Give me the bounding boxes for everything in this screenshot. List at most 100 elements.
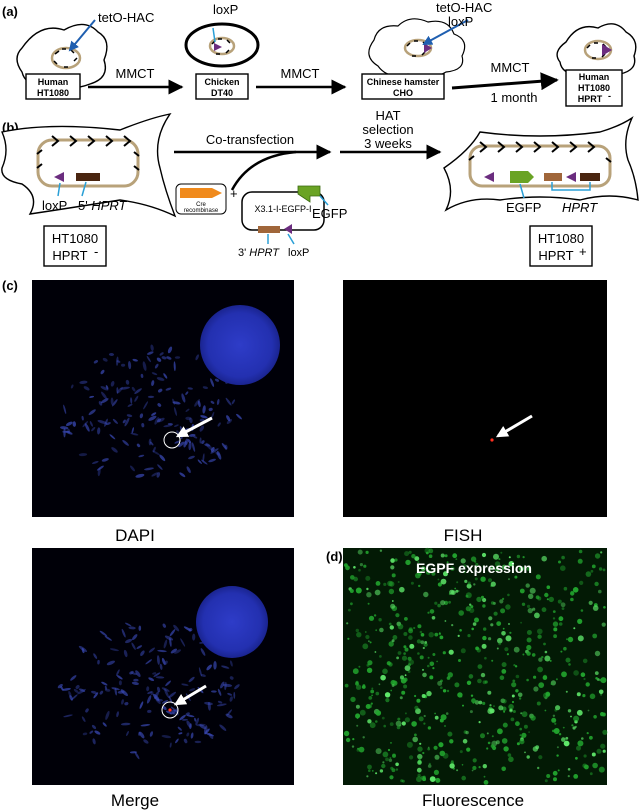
egfp-cell <box>525 583 530 588</box>
egfp-cell <box>561 607 565 610</box>
egfp-cell <box>567 636 574 643</box>
egfp-cell <box>414 705 419 710</box>
egfp-cell <box>371 687 374 690</box>
egfp-cell <box>381 716 385 720</box>
egfp-cell <box>593 715 597 719</box>
chromosome <box>140 724 151 727</box>
chromosome <box>89 395 95 398</box>
chromosome <box>148 415 157 421</box>
chromosome <box>174 424 179 427</box>
egfp-cell <box>417 624 422 629</box>
egfp-cell <box>431 778 434 781</box>
egfp-cell <box>352 668 359 675</box>
egfp-cell <box>355 680 359 684</box>
label-hat-2: selection <box>362 122 413 137</box>
egfp-cell <box>423 722 426 725</box>
chromosome <box>189 688 196 692</box>
fish-signal <box>490 438 494 442</box>
egfp-cell <box>495 567 500 573</box>
egfp-cell <box>538 755 543 760</box>
egfp-cell <box>349 589 354 593</box>
chromosome <box>105 710 110 720</box>
egfp-cell <box>429 661 435 667</box>
chromosome <box>139 701 144 709</box>
egfp-cell <box>600 551 603 554</box>
chromosome <box>225 397 232 406</box>
egfp-cell <box>409 643 415 649</box>
nucleus-dapi <box>200 305 280 385</box>
chromosome <box>201 440 205 444</box>
egfp-cell <box>422 672 427 678</box>
highlight-circle-merge <box>161 701 179 719</box>
cell-human-2 <box>556 23 637 78</box>
egfp-cell <box>440 578 447 585</box>
egfp-cell <box>427 746 430 749</box>
chromosome <box>213 661 217 670</box>
egfp-cell <box>389 722 394 726</box>
caption-fish: FISH <box>444 526 483 545</box>
egfp-cell <box>527 604 531 609</box>
egfp-cell <box>546 598 549 601</box>
egfp-cell <box>548 596 554 603</box>
chromosome <box>169 742 172 748</box>
egfp-cell <box>400 779 404 783</box>
egfp-cell <box>512 710 516 713</box>
chromosome <box>210 400 215 404</box>
chromosome <box>139 413 144 419</box>
chromosome <box>202 453 205 463</box>
egfp-cell <box>499 675 505 680</box>
egfp-cell <box>361 685 366 689</box>
egfp-cell <box>503 746 509 752</box>
egfp-cell <box>426 690 432 697</box>
chromosome <box>159 663 163 670</box>
arrow-tetohac-2 <box>422 19 469 45</box>
egfp-cell <box>461 775 467 781</box>
egfp-cell <box>578 549 583 554</box>
chromosome <box>126 731 129 736</box>
chromosome <box>83 386 90 391</box>
boxb-left-line2: HPRT <box>52 248 87 263</box>
label-cre: Cre <box>196 202 206 208</box>
egfp-cell <box>494 561 501 567</box>
chromosome <box>188 627 193 632</box>
egfp-cell <box>433 745 438 750</box>
egfp-cell <box>437 603 441 608</box>
egfp-cell <box>526 755 530 759</box>
chromosome <box>233 691 236 699</box>
egfp-cell <box>501 631 506 636</box>
egfp-cell <box>438 742 444 748</box>
chromosome <box>234 684 240 690</box>
chromosome <box>156 357 162 362</box>
chromosome <box>69 695 73 701</box>
box1-line1: Human <box>38 77 69 87</box>
chromosome <box>197 459 202 464</box>
chromosome <box>202 405 206 414</box>
chromosome <box>105 385 109 390</box>
chromosome <box>211 690 217 693</box>
egfp-cell <box>482 635 487 641</box>
egfp-cell <box>362 643 369 650</box>
chromosome <box>162 705 167 711</box>
egfp-cell <box>367 660 373 666</box>
egfp-cell <box>602 729 608 735</box>
egfp-cell <box>501 564 507 570</box>
egfp-cell <box>384 692 391 698</box>
chromosome <box>116 387 119 394</box>
chromosome <box>194 399 201 407</box>
egfp-cell <box>399 586 405 593</box>
image-dapi <box>32 280 294 517</box>
chromosome <box>189 433 196 437</box>
egfp-cell <box>498 642 502 646</box>
egfp-cell <box>483 775 486 778</box>
chromosome <box>170 648 178 654</box>
egfp-cell <box>518 566 525 572</box>
egfp-cell <box>491 659 494 662</box>
chromosome-spread-dapi <box>60 344 242 478</box>
egfp-cell <box>573 774 579 779</box>
egfp-cell <box>582 658 588 664</box>
label-mmct-3: MMCT <box>491 60 530 75</box>
label-recombinase: recombinase <box>184 208 219 214</box>
egfp-cell <box>486 732 489 735</box>
chromosome <box>131 681 139 686</box>
